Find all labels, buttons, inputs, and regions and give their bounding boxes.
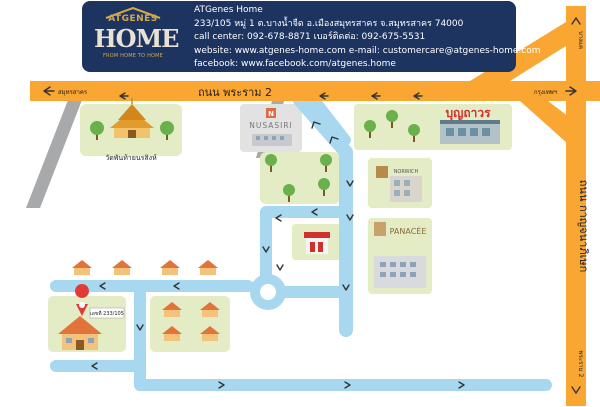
house-label-box [89, 307, 125, 319]
trees [90, 110, 420, 202]
location-pin-icon [75, 284, 90, 316]
rama2-road-label: ถนน พระราม 2 [198, 86, 272, 99]
house-number-label: เลขที่ 233/105 [90, 310, 124, 317]
roof-logo-icon [105, 7, 161, 19]
company-details: ATGenes Home 233/105 หมู่ 1 ต.บางน้ำจืด … [194, 4, 541, 72]
gas-station-icon [304, 232, 330, 254]
logo-brand-main: HOME [94, 24, 179, 53]
panacee-label: PANACÉE [390, 225, 427, 236]
nusasiri-logo-icon: N [252, 108, 292, 146]
houses-block-right-icons [162, 302, 220, 341]
park-block [260, 152, 340, 204]
home-icon [58, 316, 102, 350]
houses-row-top [72, 260, 218, 275]
to-bang-khae-label: บางแค [577, 31, 584, 49]
company-name: ATGenes Home [194, 5, 263, 15]
kanchanaphisek-road [566, 6, 586, 406]
logo-brand-top: ATGENES [108, 14, 158, 24]
rama2-road [30, 81, 600, 101]
houses-block-right [150, 296, 230, 352]
logo-tagline: FROM HOME TO HOME [102, 53, 164, 59]
direction-arrows [43, 17, 581, 394]
to-rama2-bottom-label: พระราม 2 [577, 351, 584, 378]
roundabout [250, 274, 286, 310]
to-samut-sakhon-label: สมุทรสาคร [58, 89, 88, 96]
boonthavorn-label: บุญถาวร [445, 106, 491, 121]
temple-label: วัดพันท้ายนรสิงห์ [105, 154, 157, 162]
company-info-card: ATGENES HOME FROM HOME TO HOME ATGenes H… [82, 1, 541, 72]
company-phone: call center: 092-678-8871 เบอร์ติดต่อ: 0… [194, 32, 426, 43]
nusasiri-label: NUSASIRI [249, 121, 293, 130]
atgenes-logo: ATGENES HOME FROM HOME TO HOME [94, 5, 179, 67]
norwich-building-icon [376, 166, 422, 202]
boonthavorn-building-icon [440, 120, 500, 144]
company-address: 233/105 หมู่ 1 ต.บางน้ำจืด อ.เมืองสมุทรส… [194, 18, 464, 29]
to-bangkok-label: กรุงเทพฯ [534, 89, 557, 96]
temple-icon [110, 98, 154, 138]
svg-text:N: N [268, 110, 274, 118]
kanchanaphisek-road-label: ถนน กาญจนาภิเษก [577, 180, 590, 272]
local-roads [50, 93, 552, 391]
panacee-building-icon [374, 222, 426, 288]
company-web-email: website: www.atgenes-home.com e-mail: cu… [194, 45, 541, 56]
norwich-label: NORWICH [394, 169, 419, 175]
company-facebook: facebook: www.facebook.com/atgenes.home [194, 59, 396, 70]
